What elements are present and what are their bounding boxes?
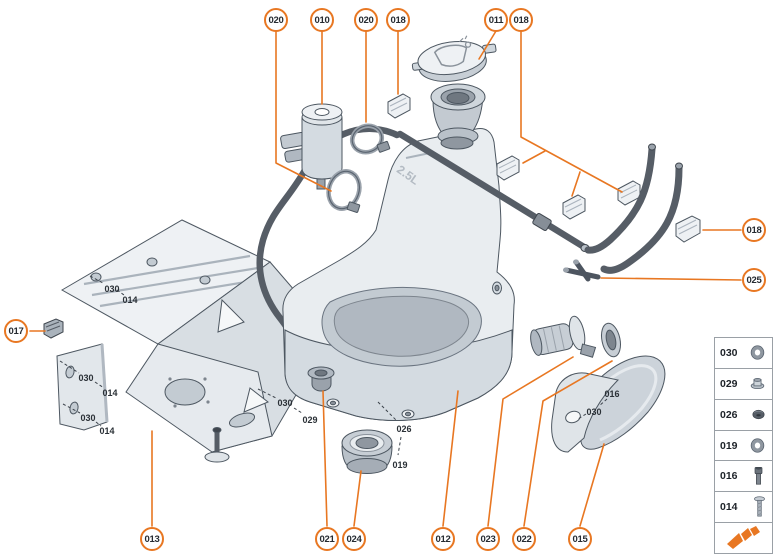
bracket-013-art — [56, 219, 309, 463]
callout-020[interactable]: 020 — [264, 8, 288, 32]
callout-018[interactable]: 018 — [742, 218, 766, 242]
callout-015[interactable]: 015 — [568, 527, 592, 551]
part-ref-label: 030 — [586, 407, 602, 417]
screw-icon — [752, 496, 767, 519]
cap-011-art — [411, 35, 497, 82]
flat-washer-icon — [748, 343, 767, 362]
legend-part-number: 026 — [720, 408, 738, 421]
legend-row-029: 029 — [715, 369, 772, 400]
part-ref-label: 029 — [302, 415, 318, 425]
legend-table: 030 029 026 019 016 014 — [714, 337, 773, 554]
part-ref-label: 014 — [102, 388, 118, 398]
legend-part-number: 016 — [720, 470, 738, 483]
legend-part-number: 029 — [720, 377, 738, 390]
legend-part-number: 014 — [720, 501, 738, 514]
direction-arrow-icon — [725, 526, 763, 550]
y-connector-025-art — [563, 259, 601, 282]
part-ref-label: 016 — [604, 389, 620, 399]
callout-020[interactable]: 020 — [354, 8, 378, 32]
right-hoses-art — [584, 143, 683, 274]
bushing-021-art — [307, 366, 335, 392]
socket-bolt-icon — [750, 466, 767, 487]
pump-023-art — [530, 315, 597, 358]
callout-017[interactable]: 017 — [4, 319, 28, 343]
callout-012[interactable]: 012 — [431, 527, 455, 551]
pump-010-art — [280, 103, 343, 190]
legend-row-019: 019 — [715, 431, 772, 462]
legend-row-030: 030 — [715, 338, 772, 369]
legend-row-016: 016 — [715, 461, 772, 493]
flat-washer-icon — [748, 436, 767, 455]
part-ref-label: 014 — [122, 295, 138, 305]
part-ref-label: 030 — [277, 398, 293, 408]
long-hose-art — [396, 130, 590, 252]
legend-footer — [715, 523, 772, 553]
callout-010[interactable]: 010 — [310, 8, 334, 32]
filler-neck-art — [430, 83, 486, 150]
callout-023[interactable]: 023 — [476, 527, 500, 551]
clamp-020-b-art — [326, 169, 362, 213]
part-ref-label: 026 — [396, 424, 412, 434]
grommet-024-art — [341, 429, 393, 474]
legend-part-number: 019 — [720, 439, 738, 452]
callout-024[interactable]: 024 — [342, 527, 366, 551]
callout-011[interactable]: 011 — [484, 8, 508, 32]
legend-part-number: 030 — [720, 346, 738, 359]
reservoir-012-art — [282, 128, 515, 421]
callout-022[interactable]: 022 — [512, 527, 536, 551]
legend-row-026: 026 — [715, 400, 772, 431]
flange-nut-icon — [748, 374, 767, 393]
callout-025[interactable]: 025 — [742, 268, 766, 292]
dashed-reference-lines — [59, 275, 608, 456]
grommet-022-art — [601, 322, 621, 358]
callout-021[interactable]: 021 — [315, 527, 339, 551]
clip-017-art — [43, 318, 64, 339]
legend-row-014: 014 — [715, 492, 772, 524]
clips-018-art — [387, 93, 701, 243]
callout-018[interactable]: 018 — [509, 8, 533, 32]
part-ref-label: 030 — [78, 373, 94, 383]
part-ref-label: 019 — [392, 460, 408, 470]
callout-018[interactable]: 018 — [386, 8, 410, 32]
leader-lines — [29, 30, 742, 527]
part-ref-label: 030 — [104, 284, 120, 294]
callout-013[interactable]: 013 — [140, 527, 164, 551]
cap-nut-icon — [750, 406, 767, 423]
part-ref-label: 014 — [99, 426, 115, 436]
bracket-015-art — [551, 355, 666, 453]
clamp-020-a-art — [349, 123, 391, 155]
part-ref-label: 030 — [80, 413, 96, 423]
